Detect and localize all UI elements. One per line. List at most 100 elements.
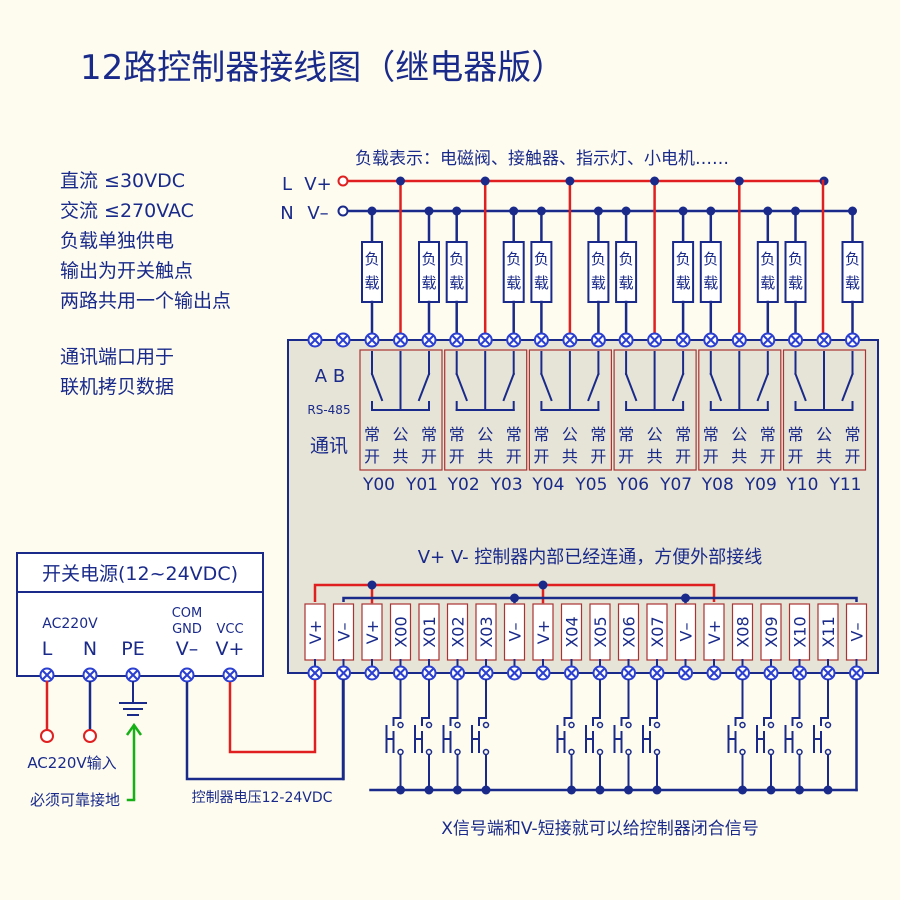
load-char: 载 [703,274,718,292]
input-terminal-label: V– [506,623,525,642]
comm-note-1: 通讯端口用于 [60,346,175,368]
terminal-cross [706,335,716,345]
contact-label: 开 [533,447,549,466]
x-signal-note: X信号端和V-短接就可以给控制器闭合信号 [441,819,758,839]
switch-contact [425,748,433,756]
load-char: 负 [364,250,379,268]
top-terminal [788,332,803,348]
terminal-cross [367,335,377,345]
terminal-cross [508,335,519,345]
load-char: 载 [364,274,379,292]
bottom-terminal [735,665,750,681]
terminal-cross [451,335,462,345]
spec-power: 负载单独供电 [60,230,175,252]
bottom-terminal [678,665,693,681]
input-terminal-label: X10 [791,616,810,647]
contact-blade [455,372,468,402]
contact-label: 开 [590,447,606,466]
input-terminal-label: X07 [648,616,667,647]
output-label: Y06 [616,475,649,495]
switch-contact [397,748,404,756]
rail-n-label: N [280,203,293,224]
terminal-cross [42,670,52,680]
load-char: 载 [534,274,549,292]
junction-dot [509,206,519,216]
bottom-terminal [820,665,836,681]
switch-contact [739,721,746,729]
junction-dot [510,593,519,603]
output-label: Y01 [405,475,438,495]
spec-ac: 交流 ≤270VAC [60,200,194,222]
terminal-cross [593,335,604,345]
comm-note-2: 联机拷贝数据 [60,376,175,398]
top-terminal [421,332,437,348]
input-terminal-label: X06 [620,616,639,647]
psu-pe-label: PE [121,638,144,660]
terminal-cross [128,670,138,680]
terminal-cross [182,670,192,680]
switch-contact [482,721,490,729]
contact-label: 共 [816,447,832,466]
junction-dot [536,206,546,216]
junction-dot [424,206,434,216]
output-label: Y07 [659,475,692,495]
switch-contact [625,748,632,756]
switch-contact [739,748,746,756]
terminal-cross [338,668,349,678]
contact-label: 开 [421,447,437,466]
load-char: 载 [421,274,436,292]
contact-label: 常 [421,425,437,444]
output-label: Y10 [785,475,818,495]
contact-blade [587,372,600,402]
input-terminal-label: V+ [705,620,724,644]
junction-dot [480,176,490,186]
contact-blade [370,372,384,402]
switch-contact [454,748,461,756]
rail-vminus-label: V– [307,203,328,224]
input-terminal-label: X04 [563,616,582,647]
page-title: 12路控制器接线图（继电器版） [80,48,566,88]
terminal-cross [819,335,829,345]
load-char: 负 [760,250,775,268]
top-terminal [477,332,493,348]
output-label: Y08 [701,475,734,495]
bottom-terminal [364,665,380,681]
top-terminal [618,332,634,348]
contact-label: 开 [675,447,691,466]
junction-dot [396,176,405,186]
ac-input-label: AC220V输入 [27,754,116,772]
terminal-cross [847,335,858,345]
top-terminal [647,332,663,348]
contact-blade [502,372,515,402]
psu-vcc-label: VCC [216,622,243,637]
contact-blade [417,372,431,402]
ctrl-voltage-label: 控制器电压12-24VDC [192,790,333,806]
ground-arrow-head [125,722,143,736]
bottom-terminal [478,665,494,681]
load-note: 负载表示：电磁阀、接触器、指示灯、小电机…… [355,149,729,169]
junction-dot [734,176,744,186]
terminal-cross [766,668,776,678]
top-terminal [816,332,832,348]
top-terminal [335,332,351,348]
terminal-cross [85,670,95,680]
switch-contact [596,748,604,756]
contact-label: 常 [449,425,465,444]
terminal-cross [565,335,575,345]
contact-label: 常 [675,425,691,444]
contact-blade [671,372,685,402]
bottom-terminal [564,665,579,681]
top-terminal [364,332,380,348]
bottom-terminal [763,665,779,681]
junction-dot [538,580,548,590]
load-char: 载 [760,274,775,292]
contact-label: 公 [562,425,578,444]
contact-label: 开 [449,447,465,466]
bottom-terminal [336,665,351,681]
bottom-terminal [393,665,408,681]
psu-terminal [39,667,55,683]
load-char: 载 [506,274,521,292]
top-terminal [731,332,747,348]
load-char: 载 [676,274,691,292]
top-terminal [393,332,408,348]
